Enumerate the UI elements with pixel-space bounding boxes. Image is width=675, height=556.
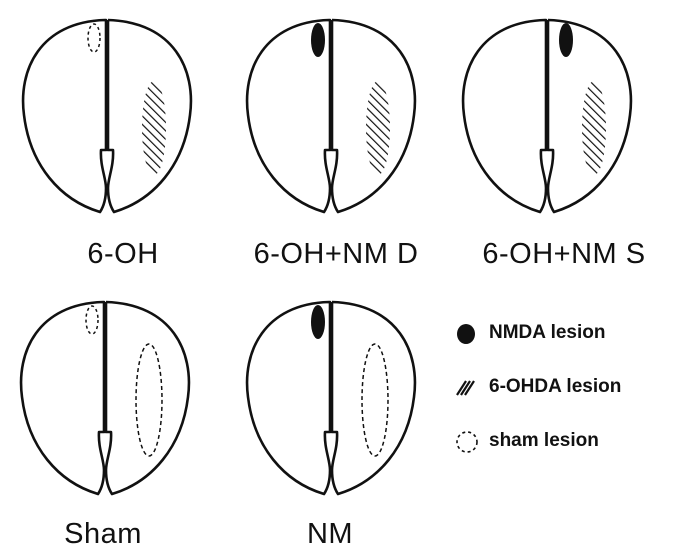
panel-label-nm: NM xyxy=(307,518,353,551)
ohda-lesion-right xyxy=(142,81,166,175)
brain-section xyxy=(463,20,631,212)
sham-lesion-left xyxy=(88,24,100,52)
sham-lesion-right xyxy=(362,344,388,456)
ohda-lesion-icon xyxy=(457,381,474,395)
sham-lesion-icon xyxy=(457,432,477,452)
sham-lesion-right xyxy=(136,344,162,456)
brain-section xyxy=(23,20,191,212)
brain-section xyxy=(247,20,415,212)
legend-nmda-label: NMDA lesion xyxy=(489,322,605,344)
ohda-lesion-right xyxy=(582,81,606,175)
nmda-lesion-left xyxy=(311,23,325,57)
right-hemisphere xyxy=(106,302,189,494)
legend-ohda-label: 6-OHDA lesion xyxy=(489,376,621,398)
ohda-lesion-right xyxy=(366,81,390,175)
legend-sham-label: sham lesion xyxy=(489,430,599,452)
brain-section xyxy=(21,302,189,494)
left-hemisphere xyxy=(23,20,106,212)
panel-label-6-oh-nm-d: 6-OH+NM D xyxy=(254,238,419,271)
left-hemisphere xyxy=(463,20,546,212)
left-hemisphere xyxy=(21,302,104,494)
legend xyxy=(457,324,477,452)
panel-label-6-oh: 6-OH xyxy=(87,238,158,271)
brain-section xyxy=(247,302,415,494)
panel-label-sham: Sham xyxy=(64,518,142,551)
sham-lesion-left xyxy=(86,306,98,334)
nmda-lesion-icon xyxy=(457,324,475,344)
right-hemisphere xyxy=(332,302,415,494)
nmda-lesion-left xyxy=(311,305,325,339)
nmda-lesion-right xyxy=(559,23,573,57)
panel-label-6-oh-nm-s: 6-OH+NM S xyxy=(482,238,645,271)
